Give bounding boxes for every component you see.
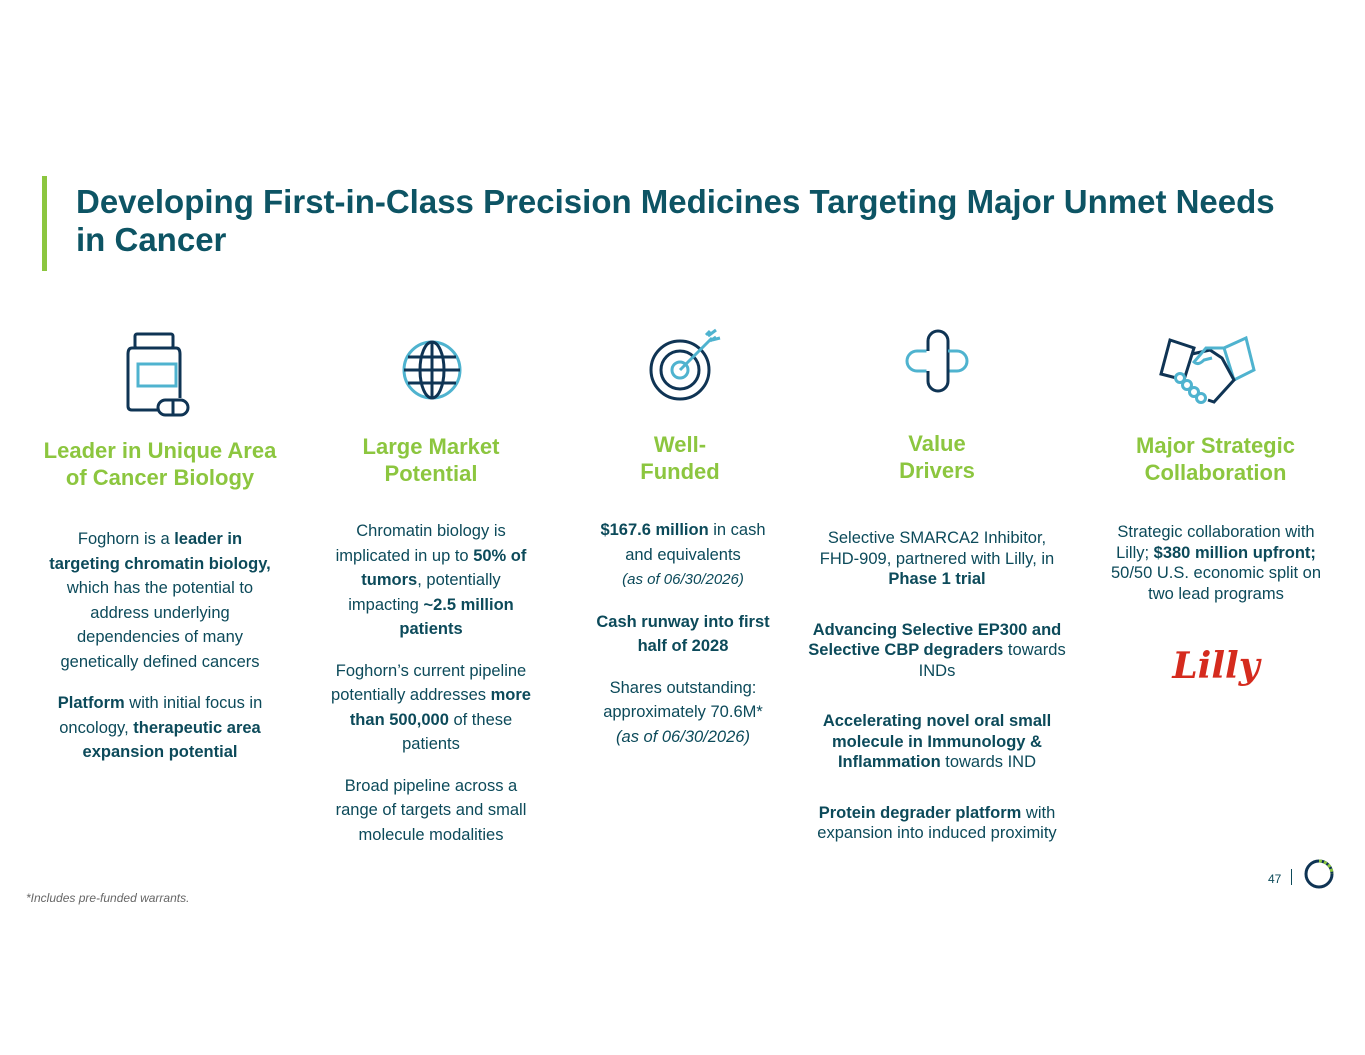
lilly-logo: Lilly xyxy=(1171,645,1261,687)
column-heading-collaboration: Major Strategic Collaboration xyxy=(1136,433,1295,485)
column-heading-value: Value Drivers xyxy=(899,431,975,483)
column-body-funded: $167.6 million in cash and equivalents(a… xyxy=(596,521,770,746)
column-heading-market: Large Market Potential xyxy=(362,434,500,486)
column-heading-funded: Well-Funded xyxy=(640,432,720,484)
medicine-bottle-icon xyxy=(126,332,190,417)
foghorn-ring-icon xyxy=(1304,859,1334,889)
target-icon xyxy=(649,328,721,401)
medical-cross-icon xyxy=(905,329,969,393)
page-number-divider xyxy=(1291,869,1292,885)
page-number: 47 xyxy=(1268,872,1282,886)
handshake-icon xyxy=(1159,335,1256,404)
column-body-leader: Foghorn is a leader in targeting chromat… xyxy=(49,530,271,761)
footnote: *Includes pre-funded warrants. xyxy=(26,891,190,905)
svg-text:Lilly: Lilly xyxy=(1171,645,1261,687)
globe-icon xyxy=(402,340,462,400)
slide-title: Developing First-in-Class Precision Medi… xyxy=(76,183,1275,258)
column-body-market: Chromatin biology is implicated in up to… xyxy=(331,522,531,844)
column-heading-leader: Leader in Unique Area of Cancer Biology xyxy=(43,438,277,490)
column-body-value: Selective SMARCA2 Inhibitor, FHD-909, pa… xyxy=(808,529,1066,842)
title-accent-bar xyxy=(42,176,47,271)
column-body-collaboration: Strategic collaboration with Lilly; $380… xyxy=(1110,523,1322,603)
